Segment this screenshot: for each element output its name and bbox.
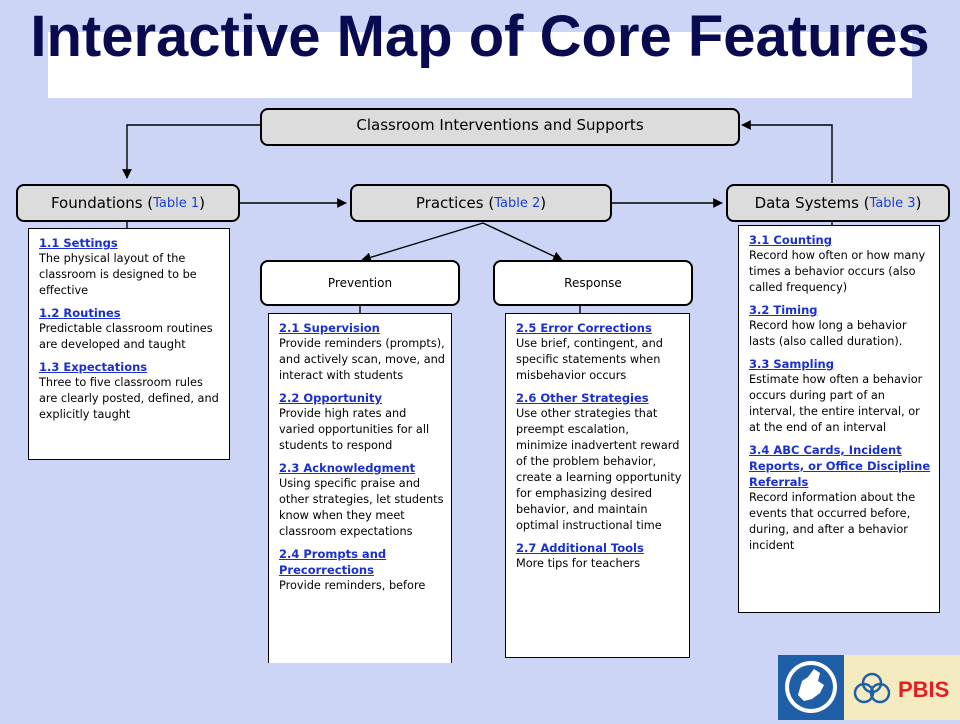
item-description: Provide high rates and varied opportunit… [279, 407, 430, 452]
item-description: The physical layout of the classroom is … [39, 252, 197, 297]
item-description: Using specific praise and other strategi… [279, 477, 444, 538]
connector-practices-prevention [361, 222, 484, 263]
foundations-close: ) [199, 194, 206, 212]
pbis-logo: PBIS [778, 655, 960, 720]
item-title-link[interactable]: 2.3 Acknowledgment [279, 461, 416, 475]
item-title-link[interactable]: 2.7 Additional Tools [516, 541, 644, 555]
item-title-link[interactable]: 2.4 Prompts and Precorrections [279, 547, 387, 577]
foundations-table-link[interactable]: Table 1 [153, 195, 200, 211]
item-title-link[interactable]: 1.3 Expectations [39, 360, 148, 374]
item-title-link[interactable]: 3.3 Sampling [749, 357, 834, 371]
classroom-interventions-label: Classroom Interventions and Supports [356, 116, 644, 134]
foundations-label: Foundations ( [50, 194, 154, 212]
page-title: Interactive Map of Core Features [30, 4, 930, 69]
list-item: 3.4 ABC Cards, Incident Reports, or Offi… [749, 442, 933, 554]
logo-text: PBIS [898, 677, 949, 702]
item-description: Use other strategies that preempt escala… [516, 407, 682, 532]
item-description: Provide reminders (prompts), and activel… [279, 337, 445, 382]
connector-data-top [741, 120, 833, 183]
item-description: Record how often or how many times a beh… [749, 249, 926, 294]
item-description: Predictable classroom routines are devel… [39, 322, 213, 351]
data-systems-table-link[interactable]: Table 3 [869, 195, 916, 211]
data-systems-box[interactable]: Data Systems (Table 3) [726, 184, 950, 222]
classroom-interventions-box[interactable]: Classroom Interventions and Supports [260, 108, 740, 146]
logo-rings [853, 672, 891, 704]
practices-label: Practices ( [415, 194, 495, 212]
item-description: More tips for teachers [516, 557, 641, 570]
item-title-link[interactable]: 1.2 Routines [39, 306, 121, 320]
data-systems-close: ) [915, 194, 922, 212]
item-description: Three to five classroom rules are clearl… [39, 376, 219, 421]
connector-top-foundations [122, 124, 260, 179]
item-title-link[interactable]: 3.4 ABC Cards, Incident Reports, or Offi… [749, 443, 931, 489]
item-description: Record information about the events that… [749, 491, 916, 552]
prevention-label: Prevention [327, 276, 393, 290]
item-description: Record how long a behavior lasts (also c… [749, 319, 907, 348]
pbis-logo-graphic: PBIS [778, 655, 960, 720]
item-title-link[interactable]: 3.2 Timing [749, 303, 818, 317]
item-title-link[interactable]: 2.1 Supervision [279, 321, 380, 335]
item-title-link[interactable]: 3.1 Counting [749, 233, 832, 247]
prevention-box[interactable]: Prevention [260, 260, 460, 306]
item-title-link[interactable]: 2.6 Other Strategies [516, 391, 649, 405]
item-title-link[interactable]: 2.5 Error Corrections [516, 321, 652, 335]
connector-practices-response [482, 222, 563, 261]
practices-box[interactable]: Practices (Table 2) [350, 184, 612, 222]
item-description: Estimate how often a behavior occurs dur… [749, 373, 923, 434]
item-title-link[interactable]: 1.1 Settings [39, 236, 118, 250]
response-box[interactable]: Response [493, 260, 693, 306]
data-systems-label: Data Systems ( [754, 194, 870, 212]
item-description: Provide reminders, before [279, 579, 426, 592]
practices-close: ) [540, 194, 547, 212]
response-label: Response [564, 276, 622, 290]
practices-table-link[interactable]: Table 2 [494, 195, 541, 211]
title-band [48, 32, 912, 98]
item-title-link[interactable]: 2.2 Opportunity [279, 391, 382, 405]
foundations-box[interactable]: Foundations (Table 1) [16, 184, 240, 222]
item-description: Use brief, contingent, and specific stat… [516, 337, 663, 382]
